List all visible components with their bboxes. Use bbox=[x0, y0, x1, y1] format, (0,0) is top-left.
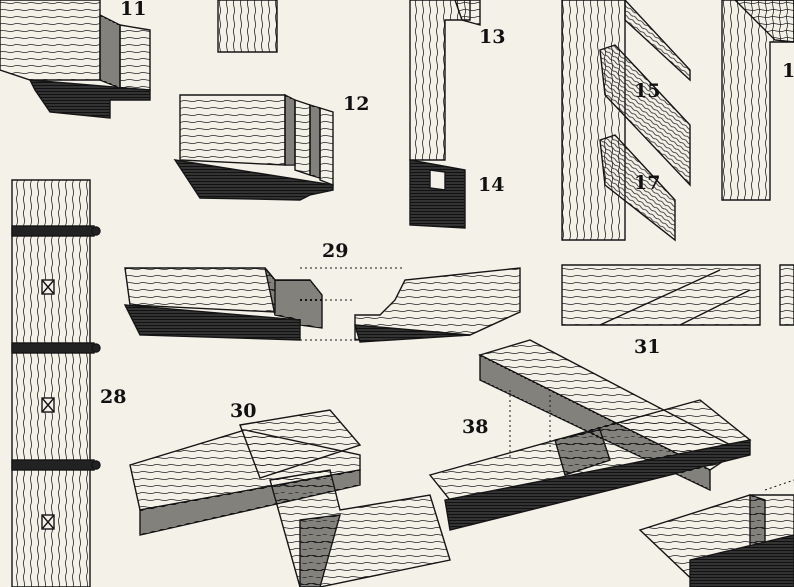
figure-12-drawing bbox=[173, 93, 334, 201]
figure-29-drawing bbox=[123, 267, 521, 343]
figure-label-13: 13 bbox=[479, 26, 506, 48]
figure-1-partial-drawing bbox=[721, 0, 794, 201]
figure-label-17: 17 bbox=[634, 172, 661, 194]
figure-label-28: 28 bbox=[100, 386, 127, 408]
figure-28-drawing bbox=[11, 179, 101, 587]
figure-31-drawing bbox=[561, 264, 794, 326]
figure-label-29: 29 bbox=[322, 240, 349, 262]
figure-label-30: 30 bbox=[230, 400, 257, 422]
figure-11-drawing bbox=[0, 0, 151, 119]
figure-label-15: 15 bbox=[634, 80, 661, 102]
figure-30-drawing bbox=[129, 409, 451, 587]
figure-13-14-drawing bbox=[409, 0, 481, 229]
figure-label-1-partial: 1 bbox=[782, 60, 794, 82]
figure-label-14: 14 bbox=[478, 174, 505, 196]
bottom-right-beam-drawing bbox=[638, 479, 794, 587]
figure-label-11: 11 bbox=[120, 0, 147, 20]
figure-15-17-drawing bbox=[561, 0, 691, 242]
figure-label-31: 31 bbox=[634, 336, 661, 358]
figure-label-38: 38 bbox=[462, 416, 489, 438]
figure-label-12: 12 bbox=[343, 93, 370, 115]
post-top-drawing bbox=[217, 0, 278, 53]
figure-38-drawing bbox=[428, 339, 752, 531]
